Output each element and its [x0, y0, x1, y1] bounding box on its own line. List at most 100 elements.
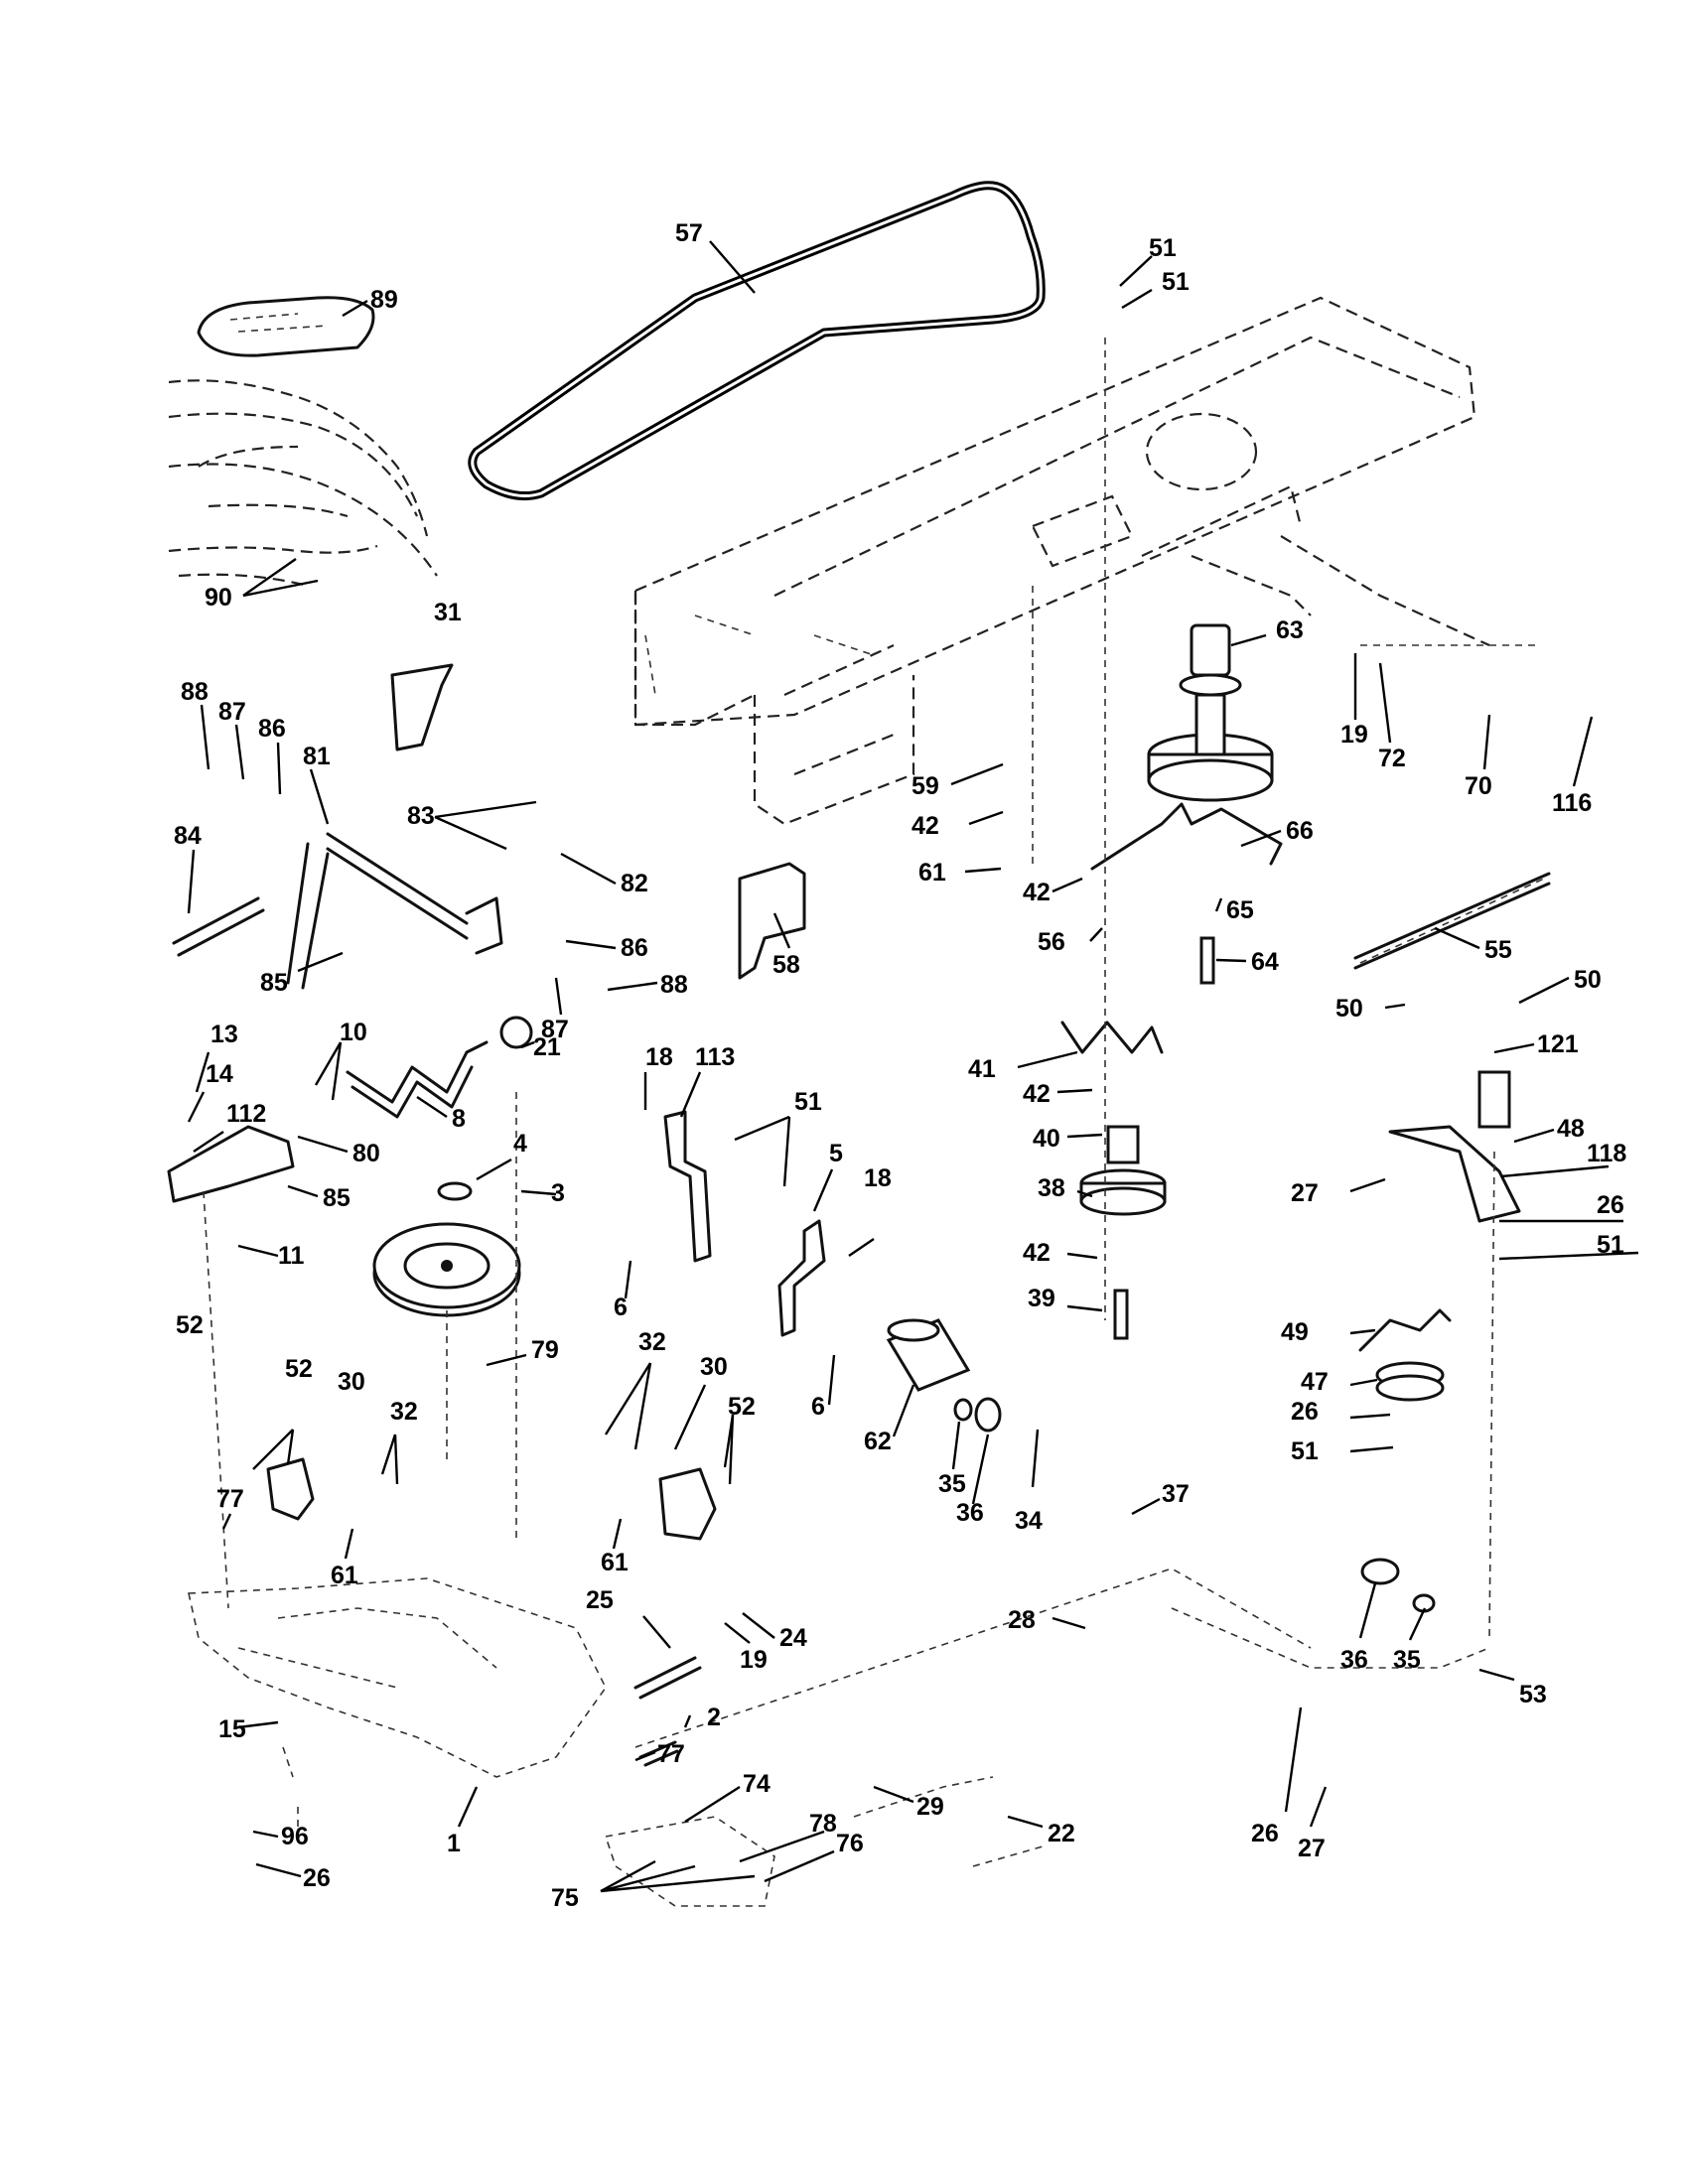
callout-80: 80: [352, 1140, 380, 1167]
bracket-5: [777, 1219, 826, 1337]
callout-2: 2: [707, 1704, 721, 1731]
callout-113: 113: [695, 1043, 735, 1071]
callout-85: 85: [260, 969, 288, 997]
center-line-bolts: [1032, 586, 1539, 864]
callout-1: 1: [447, 1830, 461, 1857]
bolt-64: [1199, 936, 1215, 985]
callout-65: 65: [1226, 896, 1254, 924]
bolt-39: [1113, 1289, 1129, 1340]
bracket-30-left: [266, 1457, 315, 1521]
callout-15: 15: [218, 1715, 246, 1743]
callout-121: 121: [1537, 1030, 1579, 1058]
callout-42: 42: [912, 812, 939, 840]
bracket-58: [738, 862, 806, 980]
callout-38: 38: [1038, 1174, 1065, 1202]
pulley-38: [1079, 1125, 1167, 1216]
callout-50: 50: [1574, 966, 1602, 994]
callout-86: 86: [258, 715, 286, 743]
callout-52: 52: [176, 1311, 204, 1339]
callout-32: 32: [638, 1328, 666, 1356]
spacer-121: [1477, 1070, 1511, 1129]
callout-29: 29: [916, 1793, 944, 1821]
bracket-113: [663, 1110, 712, 1263]
callout-25: 25: [586, 1586, 614, 1614]
callout-81: 81: [303, 743, 331, 770]
callout-76: 76: [836, 1830, 864, 1857]
callout-57: 57: [675, 219, 703, 247]
callout-52: 52: [285, 1355, 313, 1383]
callout-59: 59: [912, 772, 939, 800]
callout-35: 35: [1393, 1646, 1421, 1674]
pulley-3: [372, 1222, 521, 1317]
idler-pulley-63: [1147, 623, 1274, 802]
callout-26: 26: [1251, 1820, 1279, 1847]
callout-83: 83: [407, 802, 435, 830]
bracket-74: [604, 1816, 775, 1907]
callout-34: 34: [1015, 1507, 1043, 1535]
callout-11: 11: [278, 1242, 305, 1270]
leader-lines: [187, 240, 1639, 1893]
callout-27: 27: [1298, 1835, 1326, 1862]
callout-61: 61: [601, 1549, 629, 1576]
callout-62: 62: [864, 1428, 892, 1455]
callout-3: 3: [551, 1179, 565, 1207]
callout-30: 30: [700, 1353, 728, 1381]
callout-35: 35: [938, 1470, 966, 1498]
callout-87: 87: [218, 698, 246, 726]
callout-47: 47: [1301, 1368, 1329, 1396]
spring-25: [633, 1656, 702, 1700]
callout-70: 70: [1465, 772, 1492, 800]
callout-58: 58: [772, 951, 800, 979]
callout-10: 10: [340, 1019, 367, 1046]
callout-51: 51: [1149, 234, 1177, 262]
callout-61: 61: [918, 859, 946, 887]
rod-84: [172, 896, 265, 957]
callout-74: 74: [743, 1770, 771, 1798]
snap-ring-4: [437, 1181, 473, 1201]
callout-72: 72: [1378, 745, 1406, 772]
callout-39: 39: [1028, 1285, 1055, 1312]
callout-13: 13: [210, 1021, 238, 1048]
callout-77: 77: [216, 1485, 244, 1513]
callout-6: 6: [614, 1294, 628, 1321]
callout-26: 26: [1291, 1398, 1319, 1426]
callout-42: 42: [1023, 879, 1051, 906]
callout-labels: 57 89 51 51 90 31 63 19 72 70 116 88 87 …: [174, 219, 1626, 1912]
fender-seat-outline: [168, 296, 438, 588]
callout-84: 84: [174, 822, 202, 850]
rod-29: [853, 1776, 994, 1818]
callout-118: 118: [1587, 1140, 1626, 1167]
callout-51: 51: [1291, 1437, 1319, 1465]
callout-87: 87: [541, 1016, 569, 1043]
callout-55: 55: [1484, 936, 1512, 964]
callout-50: 50: [1335, 995, 1363, 1023]
callout-26: 26: [303, 1864, 331, 1892]
callout-32: 32: [390, 1398, 418, 1426]
bracket-49: [1358, 1308, 1452, 1352]
callout-27: 27: [1291, 1179, 1319, 1207]
callout-37: 37: [1162, 1480, 1190, 1508]
callout-64: 64: [1251, 948, 1279, 976]
callout-82: 82: [621, 870, 648, 897]
washer-35-left: [953, 1398, 973, 1422]
center-line-right: [1488, 1151, 1495, 1639]
callout-24: 24: [779, 1624, 807, 1652]
spring-55: [1353, 872, 1551, 970]
callout-8: 8: [452, 1105, 466, 1133]
rod-22: [972, 1845, 1044, 1867]
callout-116: 116: [1552, 789, 1592, 817]
guide-31: [390, 663, 454, 751]
washer-36-right: [1360, 1558, 1400, 1585]
center-line-left: [203, 1092, 517, 1609]
callout-52: 52: [728, 1393, 756, 1421]
callout-51: 51: [1162, 268, 1190, 296]
callout-86: 86: [621, 934, 648, 962]
callout-90: 90: [205, 584, 232, 612]
callout-61: 61: [331, 1562, 358, 1589]
callout-40: 40: [1033, 1125, 1060, 1153]
callout-30: 30: [338, 1368, 365, 1396]
callout-75: 75: [551, 1884, 579, 1912]
drive-belt: [468, 181, 1046, 500]
